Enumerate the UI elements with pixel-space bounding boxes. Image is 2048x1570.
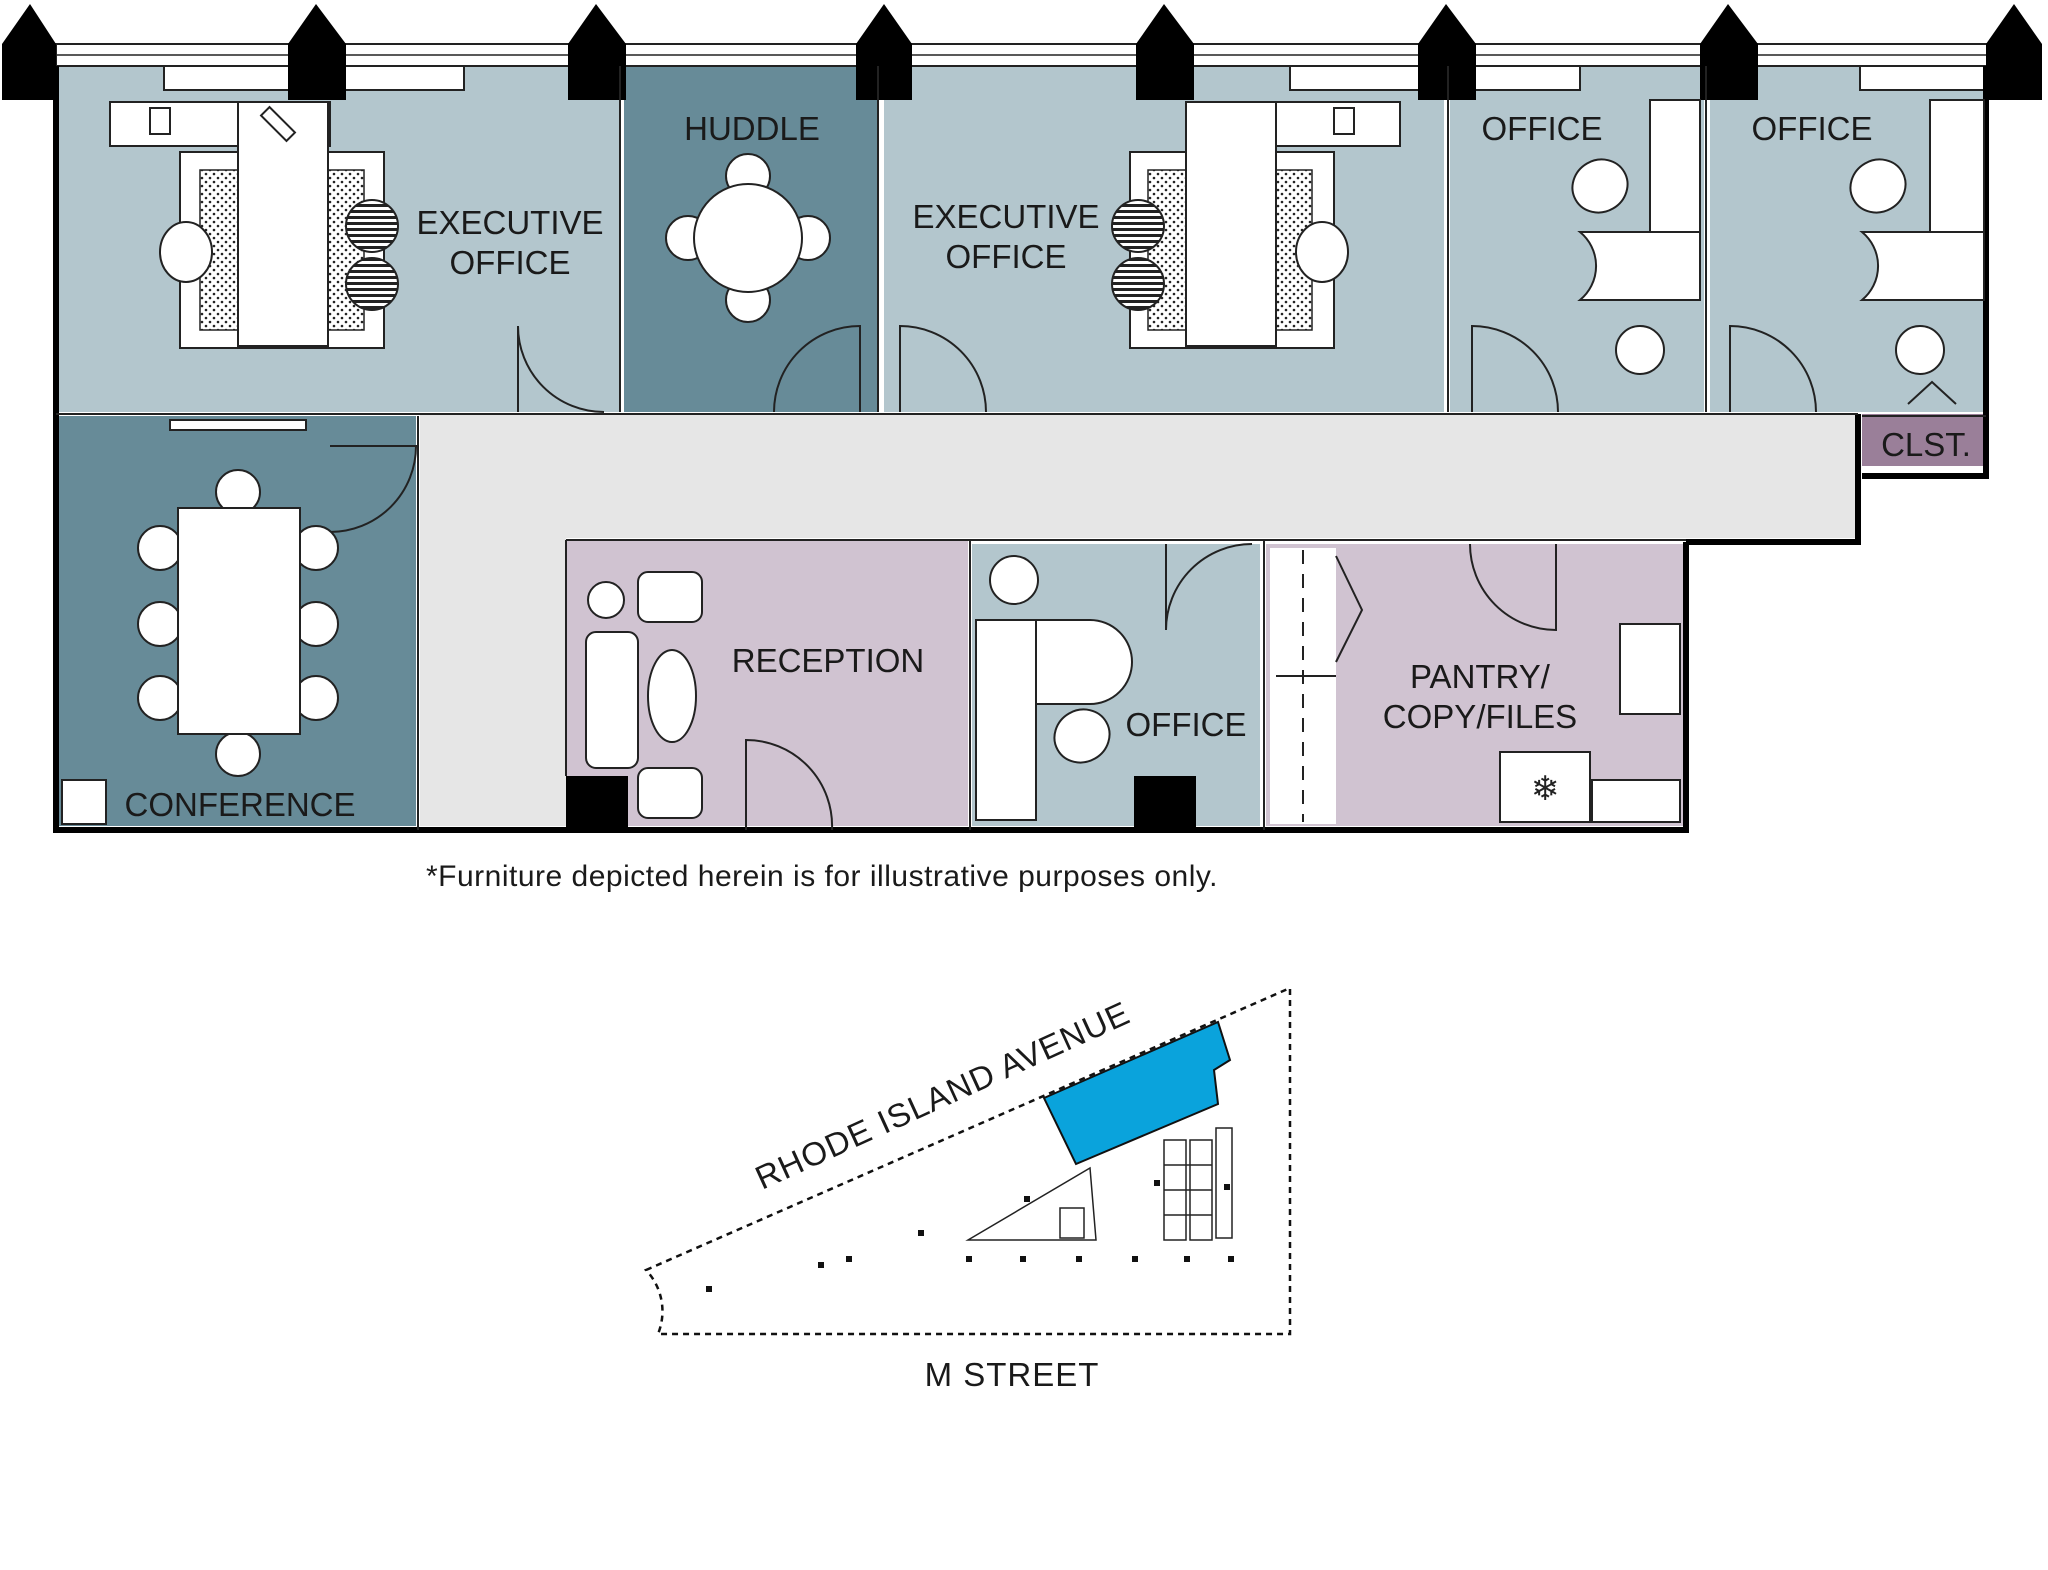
conference-label: CONFERENCE [124, 786, 355, 823]
svg-text:COPY/FILES: COPY/FILES [1383, 698, 1577, 735]
svg-text:EXECUTIVE: EXECUTIVE [416, 204, 603, 241]
column [1986, 4, 2042, 100]
exec-office-2-label-line1: EXECUTIVE [912, 198, 1099, 235]
suite-highlight[interactable] [1042, 1020, 1232, 1166]
column [2, 4, 56, 100]
exec-office-1-label-line2: OFFICE [450, 244, 571, 281]
closet-label: CLST. [1881, 426, 1971, 463]
column [856, 4, 912, 100]
building-columns [706, 1180, 1234, 1292]
office-3-desk [975, 555, 1133, 821]
huddle-label: HUDDLE [684, 110, 820, 147]
reception-seating [585, 571, 703, 819]
office-3-label: OFFICE [1126, 706, 1247, 743]
pantry-label-line1: PANTRY/ [1410, 658, 1551, 695]
column [1700, 4, 1758, 100]
street-label-bottom: M STREET [925, 1356, 1100, 1393]
svg-text:OFFICE: OFFICE [946, 238, 1067, 275]
furniture-disclaimer: *Furniture depicted herein is for illust… [426, 860, 1218, 893]
office-2-desk [1849, 99, 1985, 375]
column [568, 4, 626, 100]
executive-desk-2 [1111, 101, 1401, 349]
column [1136, 4, 1194, 100]
office-2-label: OFFICE [1752, 110, 1873, 147]
room-labels: EXECUTIVE OFFICE HUDDLE EXECUTIVE OFFICE… [124, 110, 1970, 823]
column [288, 4, 346, 100]
exec-office-1-label-line1: EXECUTIVE [416, 204, 603, 241]
svg-text:❄: ❄ [1531, 769, 1560, 809]
conference-table [61, 419, 339, 825]
corridor-west [420, 414, 566, 826]
reception-label: RECEPTION [732, 642, 925, 679]
exec-office-2-label-line2: OFFICE [946, 238, 1067, 275]
pantry-equipment: ❄ [1276, 550, 1681, 823]
svg-text:PANTRY/: PANTRY/ [1410, 658, 1551, 695]
walls [53, 66, 1989, 833]
corridor [420, 414, 1860, 538]
furniture: ❄ [61, 99, 1985, 825]
columns [2, 4, 2042, 828]
building-outline [643, 986, 1292, 1336]
doors [329, 324, 1957, 831]
files-strip [1270, 548, 1336, 824]
column [1418, 4, 1476, 100]
key-plan: RHODE ISLAND AVENUE M STREET [643, 986, 1292, 1393]
svg-text:EXECUTIVE: EXECUTIVE [912, 198, 1099, 235]
room-closet[interactable] [1862, 414, 1986, 466]
office-1-label: OFFICE [1482, 110, 1603, 147]
building-core [965, 1127, 1233, 1241]
svg-text:OFFICE: OFFICE [450, 244, 571, 281]
column [1134, 776, 1196, 828]
column [566, 776, 628, 828]
pantry-label-line2: COPY/FILES [1383, 698, 1577, 735]
huddle-table [665, 153, 831, 323]
executive-desk-1 [109, 101, 399, 349]
office-1-desk [1571, 99, 1701, 375]
